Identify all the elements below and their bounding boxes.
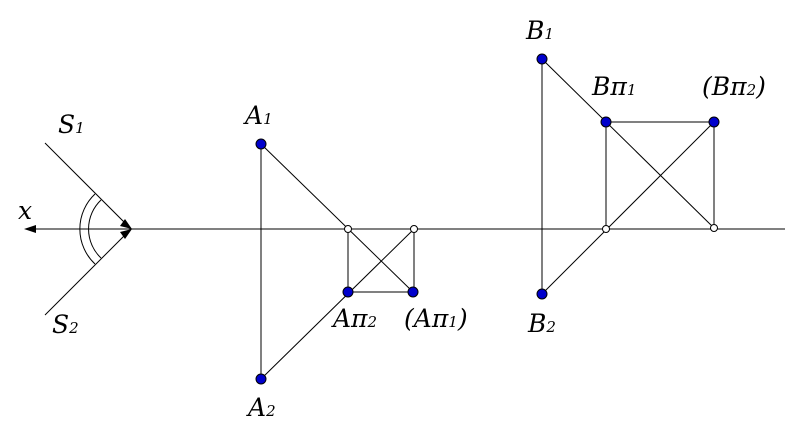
a-pi2-label-sub: 2 (367, 313, 378, 331)
a2-diagonal (260, 228, 415, 380)
a2-label-sub: 2 (265, 402, 276, 420)
b1-diagonal (541, 58, 715, 229)
s1-arrowhead (120, 219, 132, 229)
point-b-pi1 (600, 116, 612, 128)
b2-diagonal (541, 121, 715, 295)
b2-label-main: B (527, 309, 546, 338)
s2-label-main: S (52, 310, 69, 339)
b-pi1-label: Bπ1 (591, 72, 636, 101)
a-pi1-label: (Aπ1) (404, 304, 468, 333)
a-projection-square (347, 228, 415, 293)
a2-label-main: A (246, 393, 266, 422)
s2-arrowhead (120, 229, 132, 239)
angle-arc-inner (88, 199, 102, 259)
b2-label-sub: 2 (545, 318, 556, 336)
a-pi1-label-sub: 1 (448, 313, 458, 331)
point-a1 (255, 138, 267, 150)
b1-label-main: B (525, 16, 544, 45)
a-axis-point-left (344, 225, 352, 233)
b-pi1-label-sub: 1 (627, 81, 637, 99)
point-b2 (536, 288, 548, 300)
b-pi2-label-main: Bπ (711, 72, 747, 101)
s1-label: S1 (58, 110, 85, 139)
b2-label: B2 (527, 309, 556, 338)
a-pi2-label-main: Aπ (331, 304, 368, 333)
point-a-pi1 (407, 286, 419, 298)
point-b1 (536, 53, 548, 65)
b1-label-sub: 1 (544, 25, 554, 43)
s1-label-sub: 1 (75, 119, 85, 137)
s2-label: S2 (52, 310, 79, 339)
b-axis-point-right (710, 224, 718, 232)
b-pi2-label: (Bπ2) (702, 72, 766, 101)
b-pi1-label-main: Bπ (591, 72, 627, 101)
s2-ray (44, 229, 131, 316)
b-axis-point-left (602, 225, 610, 233)
a-pi1-label-close: ) (457, 304, 468, 333)
b-pi2-label-open: ( (702, 72, 713, 101)
s1-label-main: S (58, 110, 75, 139)
a1-label-sub: 1 (263, 110, 273, 128)
a-pi1-label-main: Aπ (412, 304, 449, 333)
x-axis-arrowhead (24, 225, 36, 233)
s2-label-sub: 2 (68, 319, 79, 337)
point-a-pi2 (342, 286, 354, 298)
a1-diagonal (260, 143, 414, 293)
a2-label: A2 (246, 393, 276, 422)
a-pi1-label-open: ( (404, 304, 415, 333)
a1-label-main: A (243, 101, 263, 130)
s1-ray (44, 142, 131, 229)
b-pi2-label-close: ) (755, 72, 766, 101)
angle-arc-outer (79, 193, 96, 265)
b-projection-square (605, 121, 715, 230)
b1-label: B1 (525, 16, 554, 45)
x-axis-label: x (18, 196, 32, 225)
point-a2 (255, 373, 267, 385)
a-pi2-label: Aπ2 (331, 304, 377, 333)
point-b-pi2 (708, 116, 720, 128)
b-pi2-label-sub: 2 (746, 81, 757, 99)
a1-label: A1 (243, 101, 273, 130)
a-axis-point-right (410, 225, 418, 233)
